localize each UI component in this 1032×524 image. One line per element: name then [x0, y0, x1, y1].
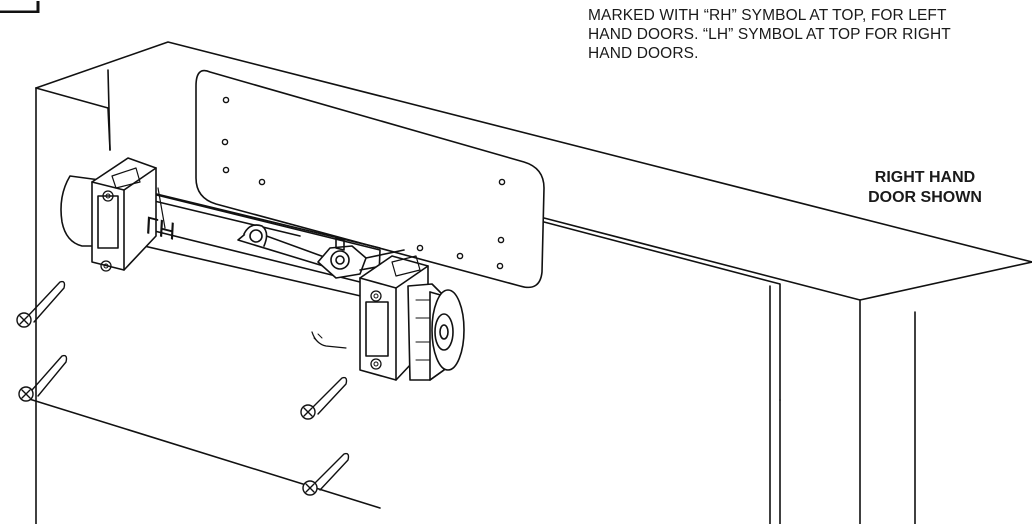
handing-note-line-2: HAND DOORS. “LH” SYMBOL AT TOP FOR RIGHT: [588, 26, 951, 43]
screw-3: [300, 376, 348, 420]
door-caption: RIGHT HAND DOOR SHOWN: [840, 168, 1010, 208]
mounting-plate: [195, 69, 545, 289]
door-closer: LH: [60, 157, 465, 381]
handing-note-line-1: MARKED WITH “RH” SYMBOL AT TOP, FOR LEFT: [588, 7, 947, 24]
mounting-screws: [16, 280, 350, 496]
door-caption-line-1: RIGHT HAND: [874, 169, 976, 186]
handing-note-line-3: HAND DOORS.: [588, 45, 699, 62]
handing-note: MARKED WITH “RH” SYMBOL AT TOP, FOR LEFT…: [588, 6, 1028, 63]
screw-1: [16, 280, 66, 328]
plate-holes: [221, 96, 506, 270]
figure-corner-box: [0, 0, 40, 14]
screw-2: [18, 354, 68, 402]
door-caption-line-2: DOOR SHOWN: [868, 189, 982, 206]
screw-4: [302, 452, 350, 496]
